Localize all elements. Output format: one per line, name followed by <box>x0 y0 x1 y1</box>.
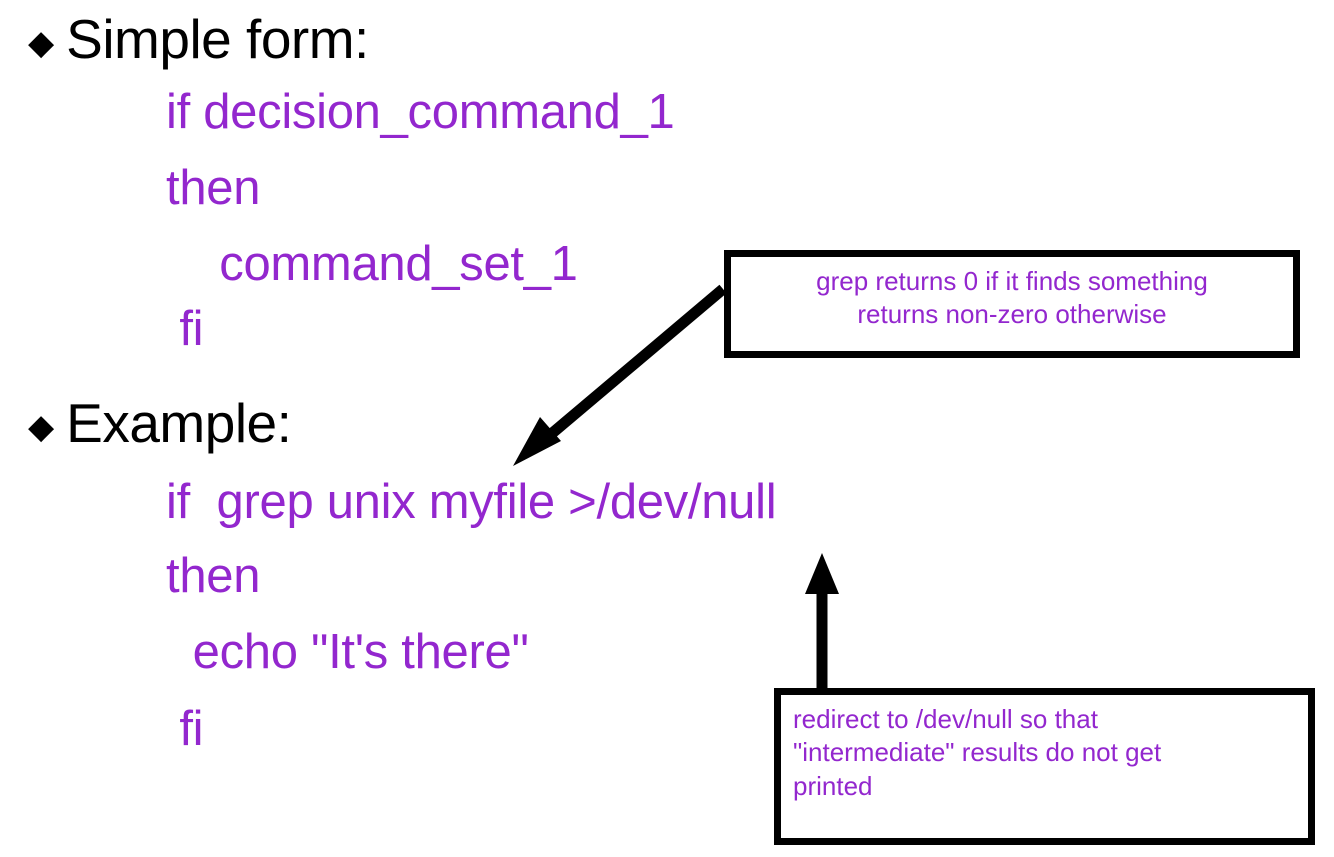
heading-label: Example: <box>66 392 292 454</box>
code-line-then-1: then <box>166 161 261 215</box>
bullet-heading-simple-form: ◆ Simple form: <box>28 12 369 67</box>
code-line-command-set-1: command_set_1 <box>166 237 578 291</box>
code-line-fi-2: fi <box>166 702 204 756</box>
devnull-callout-arrow-icon <box>805 553 839 691</box>
callout-line: redirect to /dev/null so that <box>793 704 1098 734</box>
code-line-if-grep: if grep unix myfile >/dev/null <box>166 475 777 529</box>
grep-callout-arrow-icon <box>513 284 727 466</box>
bullet-heading-example: ◆ Example: <box>28 392 292 454</box>
code-line-echo: echo "It's there" <box>166 625 529 679</box>
callout-box-grep-return-code: grep returns 0 if it finds something ret… <box>724 250 1300 358</box>
code-line-fi-1: fi <box>166 302 204 356</box>
callout-line: returns non-zero otherwise <box>857 299 1167 330</box>
callout-line: printed <box>793 770 873 801</box>
callout-line: "intermediate" results do not get <box>793 737 1162 768</box>
diamond-bullet-icon: ◆ <box>28 408 55 446</box>
code-line-if-decision: if decision_command_1 <box>166 85 675 139</box>
code-line-then-2: then <box>166 549 261 603</box>
diamond-bullet-icon: ◆ <box>28 24 55 62</box>
callout-box-devnull-redirect: redirect to /dev/null so that "intermedi… <box>774 688 1315 845</box>
heading-label: Simple form: <box>66 8 369 70</box>
callout-line: grep returns 0 if it finds something <box>816 266 1208 296</box>
